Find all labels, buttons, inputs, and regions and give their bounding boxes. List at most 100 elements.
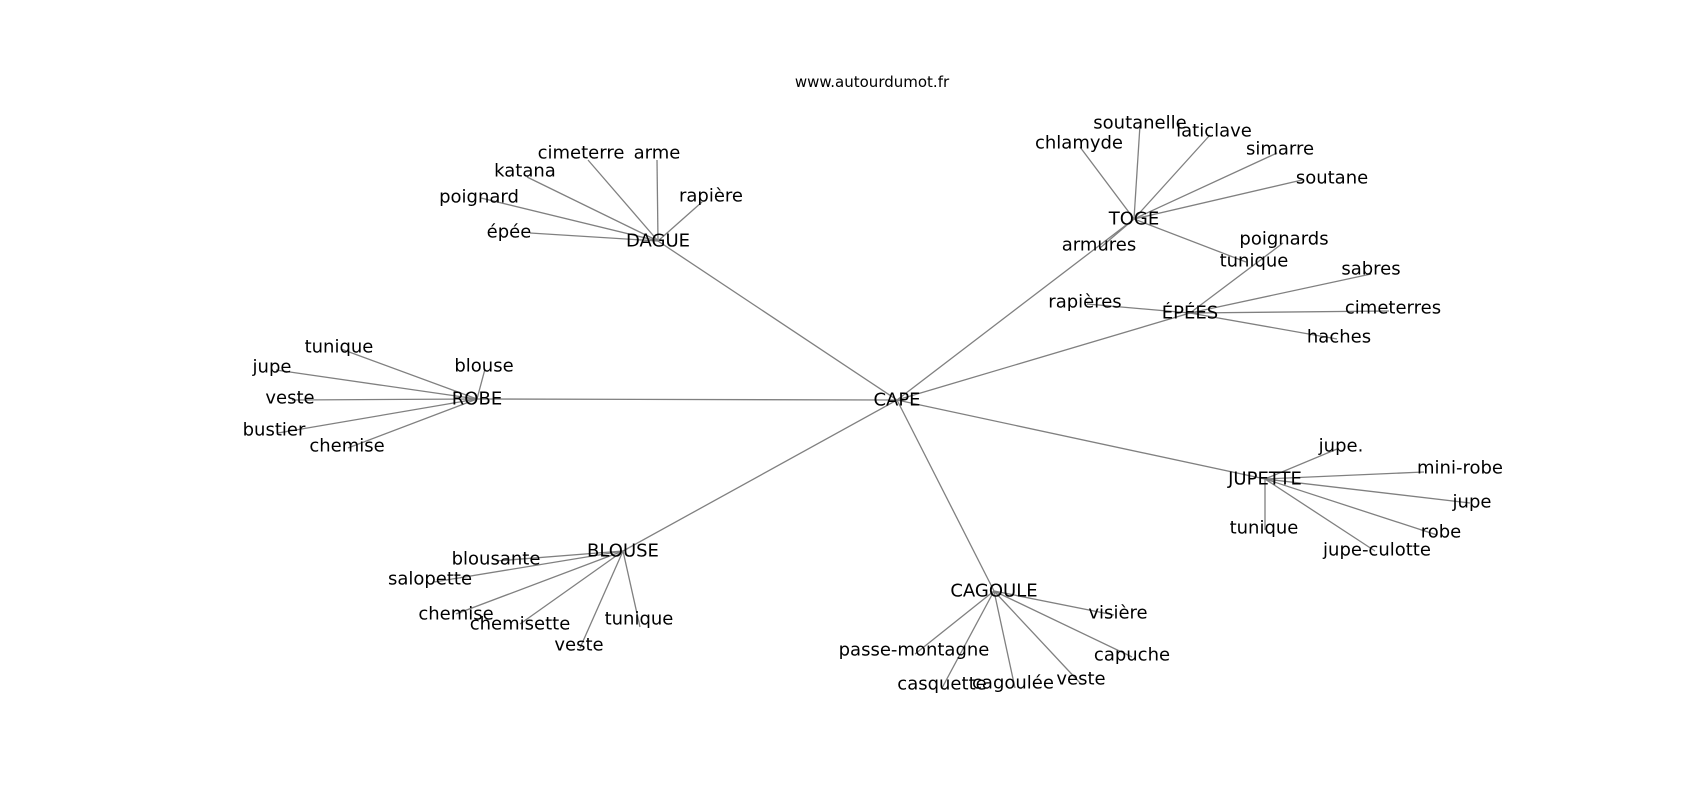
edge-dague-cimeterre — [587, 159, 659, 242]
edge-robe-robe-blouse — [476, 368, 486, 400]
node-jupette-tunique[interactable]: tunique — [1230, 518, 1299, 539]
node-cagoule-veste[interactable]: veste — [1056, 669, 1105, 690]
edge-robe-bustier — [277, 398, 478, 434]
node-passe-montagne[interactable]: passe-montagne — [839, 640, 990, 661]
edge-toge-soutane — [1133, 179, 1303, 220]
edge-jupette-jupette-robe — [1264, 478, 1438, 536]
edge-blouse-blouse-chemise — [455, 550, 624, 615]
node-cagoule[interactable]: CAGOULE — [950, 581, 1037, 602]
edge-cagoule-casquette — [941, 590, 995, 689]
node-arme[interactable]: arme — [634, 143, 681, 164]
edge-cape-cagoule — [896, 399, 995, 592]
node-blouse-chemise[interactable]: chemise — [418, 604, 493, 625]
graph-labels: www.autourdumot.fr CAPE DAGUE cimeterre arm… — [243, 73, 1503, 695]
node-jupe-dot[interactable]: jupe. — [1318, 436, 1364, 457]
node-laticlave[interactable]: laticlave — [1176, 121, 1252, 142]
node-blousante[interactable]: blousante — [452, 549, 541, 570]
edge-cape-toge — [896, 218, 1135, 401]
node-jupette[interactable]: JUPETTE — [1227, 469, 1302, 490]
edge-blouse-blousante — [495, 550, 624, 562]
node-jupette-robe[interactable]: robe — [1421, 522, 1462, 543]
edge-epees-sabres — [1189, 273, 1372, 314]
edge-jupette-jupe-culotte — [1264, 478, 1376, 552]
node-simarre[interactable]: simarre — [1246, 139, 1314, 160]
node-katana[interactable]: katana — [494, 161, 556, 182]
edge-dague-rapiere — [657, 201, 703, 242]
node-soutane[interactable]: soutane — [1296, 168, 1368, 189]
edge-cagoule-cagoulee — [993, 590, 1016, 689]
edge-cagoule-passe-montagne — [914, 590, 995, 655]
edge-epees-cimeterres — [1189, 310, 1390, 314]
node-toge[interactable]: TOGE — [1108, 209, 1159, 230]
node-chlamyde[interactable]: chlamyde — [1035, 133, 1123, 154]
edge-cagoule-capuche — [993, 590, 1133, 658]
node-cagoulee[interactable]: cagoulée — [972, 673, 1054, 694]
edge-dague-poignard — [480, 197, 659, 242]
edge-epees-rapieres — [1086, 303, 1191, 314]
node-sabres[interactable]: sabres — [1341, 259, 1400, 280]
node-robe[interactable]: ROBE — [452, 389, 502, 410]
node-jupette-jupe[interactable]: jupe — [1452, 492, 1492, 513]
node-mini-robe[interactable]: mini-robe — [1417, 458, 1503, 479]
edge-toge-chlamyde — [1079, 146, 1135, 220]
node-robe-tunique[interactable]: tunique — [305, 337, 374, 358]
edge-toge-laticlave — [1133, 134, 1211, 220]
node-salopette[interactable]: salopette — [388, 569, 472, 590]
node-robe-jupe[interactable]: jupe — [252, 357, 292, 378]
edge-robe-robe-jupe — [275, 369, 478, 400]
node-poignards[interactable]: poignards — [1239, 229, 1328, 250]
node-robe-chemise[interactable]: chemise — [309, 436, 384, 457]
node-soutanelle[interactable]: soutanelle — [1093, 113, 1186, 134]
edge-blouse-blouse-veste — [579, 550, 624, 649]
edge-toge-toge-tunique — [1133, 218, 1247, 263]
edge-jupette-jupe-dot — [1264, 448, 1338, 480]
node-cape[interactable]: CAPE — [873, 390, 920, 411]
edge-cape-blouse — [622, 399, 898, 552]
edge-jupette-jupette-jupe — [1264, 478, 1471, 504]
node-capuche[interactable]: capuche — [1094, 645, 1170, 666]
edge-epees-poignards — [1189, 242, 1284, 314]
edge-robe-robe-veste — [291, 398, 478, 401]
edge-blouse-salopette — [433, 550, 624, 583]
edge-cape-robe — [476, 398, 898, 401]
node-epee[interactable]: épée — [487, 222, 532, 243]
node-poignard[interactable]: poignard — [439, 187, 519, 208]
edge-epees-haches — [1189, 312, 1338, 340]
node-cimeterres[interactable]: cimeterres — [1345, 298, 1441, 319]
edge-dague-katana — [526, 176, 659, 242]
node-blouse-tunique[interactable]: tunique — [605, 609, 674, 630]
node-blouse-veste[interactable]: veste — [554, 635, 603, 656]
edge-toge-armures — [1099, 218, 1135, 249]
node-epees[interactable]: ÉPÉES — [1162, 302, 1218, 324]
node-rapieres[interactable]: rapières — [1048, 292, 1121, 313]
node-bustier[interactable]: bustier — [243, 420, 306, 441]
node-rapiere[interactable]: rapière — [679, 186, 743, 207]
edge-cape-jupette — [896, 399, 1266, 480]
edge-robe-robe-tunique — [340, 348, 478, 400]
edge-robe-robe-chemise — [347, 398, 478, 449]
node-chemisette[interactable]: chemisette — [470, 614, 571, 635]
edge-toge-soutanelle — [1133, 124, 1141, 220]
node-jupe-culotte[interactable]: jupe-culotte — [1322, 540, 1431, 561]
node-robe-veste[interactable]: veste — [265, 388, 314, 409]
edge-cape-epees — [896, 312, 1191, 401]
edge-dague-epee — [529, 232, 659, 242]
edge-blouse-blouse-tunique — [622, 550, 641, 628]
graph-edges — [275, 124, 1471, 689]
node-dague[interactable]: DAGUE — [626, 231, 690, 252]
node-armures[interactable]: armures — [1062, 235, 1137, 256]
node-toge-tunique[interactable]: tunique — [1220, 251, 1289, 272]
node-cimeterre[interactable]: cimeterre — [538, 143, 625, 164]
node-casquette[interactable]: casquette — [897, 674, 986, 695]
edge-cape-dague — [657, 240, 898, 401]
edge-dague-arme — [656, 159, 659, 242]
site-url[interactable]: www.autourdumot.fr — [795, 73, 950, 91]
edge-toge-simarre — [1133, 152, 1278, 220]
node-robe-blouse[interactable]: blouse — [454, 356, 513, 377]
edge-jupette-mini-robe — [1264, 471, 1425, 480]
node-blouse[interactable]: BLOUSE — [587, 541, 659, 562]
node-visiere[interactable]: visière — [1088, 603, 1147, 624]
edge-blouse-chemisette — [519, 550, 624, 625]
node-haches[interactable]: haches — [1307, 327, 1371, 348]
